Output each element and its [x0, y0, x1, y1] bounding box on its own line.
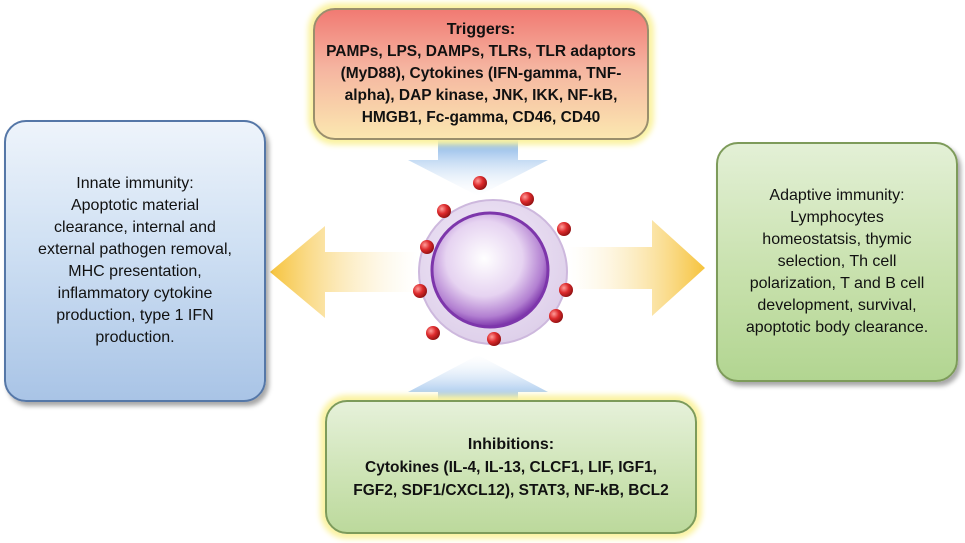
adaptive-line: homeostatsis, thymic	[762, 231, 912, 248]
adaptive-line: polarization, T and B cell	[749, 275, 925, 292]
innate-line: MHC presentation,	[68, 263, 202, 280]
adaptive-line: Lymphocytes	[790, 209, 884, 226]
particle	[420, 240, 434, 254]
particle	[520, 192, 534, 206]
innate-line: inflammatory cytokine	[57, 285, 213, 302]
innate-line: production, type 1 IFN	[56, 307, 214, 324]
adaptive-immunity-box: Adaptive immunity: Lymphocytes homeostat…	[716, 142, 958, 382]
innate-line: clearance, internal and	[54, 219, 216, 236]
inhibition-arrow	[408, 355, 548, 404]
innate-immunity-box: Innate immunity: Apoptotic material clea…	[4, 120, 266, 402]
particle	[487, 332, 501, 346]
innate-line: external pathogen removal,	[38, 241, 232, 258]
adaptive-arrow	[568, 220, 705, 316]
adaptive-line: Adaptive immunity:	[769, 187, 905, 204]
particle	[437, 204, 451, 218]
trigger-arrow	[408, 140, 548, 196]
inhibitions-line: Cytokines (IL-4, IL-13, CLCF1, LIF, IGF1…	[365, 458, 657, 476]
adaptive-line: selection, Th cell	[777, 253, 897, 270]
innate-line: production.	[95, 329, 175, 346]
inhibitions-line: FGF2, SDF1/CXCL12), STAT3, NF-kB, BCL2	[353, 481, 669, 499]
triggers-box: Triggers: PAMPs, LPS, DAMPs, TLRs, TLR a…	[313, 8, 649, 140]
particles	[413, 176, 573, 346]
particle	[559, 283, 573, 297]
triggers-line: PAMPs, LPS, DAMPs, TLRs, TLR adaptors	[326, 43, 636, 60]
adaptive-line: apoptotic body clearance.	[745, 319, 929, 336]
triggers-line: (MyD88), Cytokines (IFN-gamma, TNF-	[340, 65, 622, 82]
triggers-title: Triggers:	[446, 21, 516, 38]
cell-icon	[418, 199, 568, 345]
particle	[413, 284, 427, 298]
triggers-line: HMGB1, Fc-gamma, CD46, CD40	[361, 109, 601, 126]
triggers-line: alpha), DAP kinase, JNK, IKK, NF-kB,	[344, 87, 618, 104]
particle	[426, 326, 440, 340]
innate-line: Apoptotic material	[70, 197, 200, 214]
innate-line: Innate immunity:	[76, 175, 194, 192]
particle	[473, 176, 487, 190]
inhibitions-title: Inhibitions:	[467, 435, 555, 453]
adaptive-line: development, survival,	[757, 297, 917, 314]
innate-arrow	[270, 226, 418, 318]
particle	[549, 309, 563, 323]
inhibitions-box: Inhibitions: Cytokines (IL-4, IL-13, CLC…	[325, 400, 697, 534]
particle	[557, 222, 571, 236]
